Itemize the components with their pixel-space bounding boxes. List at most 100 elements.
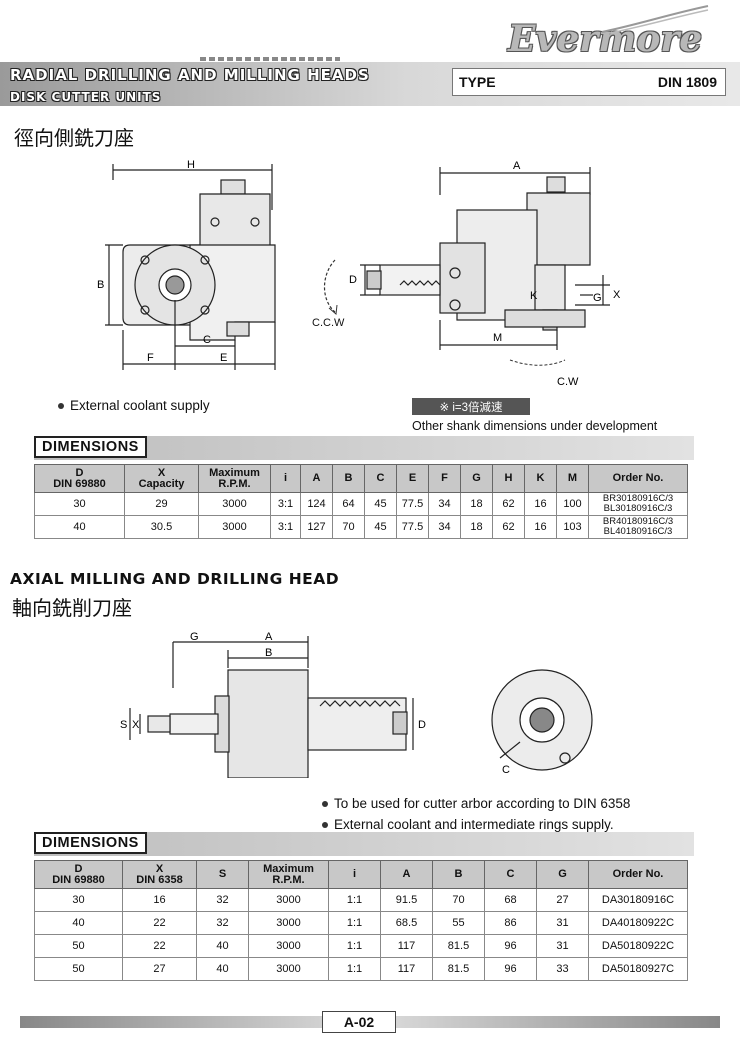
- table-cell: 22: [122, 934, 197, 958]
- table-cell: 103: [556, 515, 589, 539]
- table-cell: 18: [460, 515, 493, 539]
- table-cell: 30.5: [124, 515, 199, 539]
- bullet-icon: [322, 822, 328, 829]
- axial-title-zh: 軸向銑削刀座: [12, 596, 132, 620]
- dim-d-label: D: [349, 274, 357, 286]
- table-cell: DA50180922C: [588, 934, 688, 958]
- dim-b-label: B: [97, 279, 104, 291]
- table-cell: 3:1: [270, 515, 301, 539]
- table-cell: 29: [124, 492, 199, 516]
- table-cell: 32: [196, 888, 249, 912]
- axial-dimensions-label: DIMENSIONS: [34, 832, 147, 854]
- table-header-cell: A: [380, 860, 433, 889]
- table-cell: 34: [428, 492, 461, 516]
- table-header-cell: B: [332, 464, 365, 493]
- table-cell: 124: [300, 492, 333, 516]
- shank-note: Other shank dimensions under development: [412, 419, 658, 433]
- table-cell: 117: [380, 934, 433, 958]
- type-label: TYPE: [459, 74, 496, 90]
- table-cell: 45: [364, 515, 397, 539]
- axial-dim-d-label: D: [418, 719, 426, 731]
- table-cell: 40: [196, 957, 249, 981]
- radial-front-view-drawing: H B C E F: [97, 159, 276, 370]
- table-cell: 77.5: [396, 515, 429, 539]
- table-cell: 77.5: [396, 492, 429, 516]
- table-cell: 1:1: [328, 934, 381, 958]
- table-header-cell: B: [432, 860, 485, 889]
- table-cell: 31: [536, 934, 589, 958]
- table-header-cell: M: [556, 464, 589, 493]
- table-cell: 117: [380, 957, 433, 981]
- table-cell: 70: [432, 888, 485, 912]
- table-cell: 81.5: [432, 957, 485, 981]
- table-cell: 62: [492, 515, 525, 539]
- type-value: DIN 1809: [657, 74, 717, 90]
- ccw-label: C.C.W: [312, 317, 345, 329]
- table-cell: 3000: [248, 957, 329, 981]
- table-cell: 3000: [248, 934, 329, 958]
- table-cell: 3000: [248, 911, 329, 935]
- axial-dim-b-label: B: [265, 647, 272, 659]
- page-number: A-02: [322, 1011, 396, 1033]
- table-cell: 27: [536, 888, 589, 912]
- table-cell: 68.5: [380, 911, 433, 935]
- table-cell: 70: [332, 515, 365, 539]
- table-cell: 27: [122, 957, 197, 981]
- table-cell: 86: [484, 911, 537, 935]
- axial-dim-x-label: X: [132, 719, 140, 731]
- table-cell: 3000: [198, 492, 271, 516]
- dim-x-label: X: [613, 289, 621, 301]
- table-cell: 96: [484, 934, 537, 958]
- table-header-cell: K: [524, 464, 557, 493]
- table-header-cell: i: [328, 860, 381, 889]
- table-cell: 30: [34, 492, 125, 516]
- type-box: TYPE DIN 1809: [452, 68, 726, 96]
- axial-dimensions-band: DIMENSIONS: [34, 832, 694, 856]
- table-cell: 96: [484, 957, 537, 981]
- page-title: RADIAL DRILLING AND MILLING HEADS: [10, 66, 370, 84]
- table-cell: 91.5: [380, 888, 433, 912]
- radial-dimensions-band: DIMENSIONS: [34, 436, 694, 460]
- table-header-cell: F: [428, 464, 461, 493]
- dim-e-label: E: [220, 352, 227, 364]
- table-cell: 81.5: [432, 934, 485, 958]
- axial-front-view-drawing: C: [491, 669, 593, 776]
- brand-logo: Evermore: [508, 18, 703, 60]
- table-cell: 3000: [248, 888, 329, 912]
- table-cell: 22: [122, 911, 197, 935]
- table-cell: 3000: [198, 515, 271, 539]
- table-cell: 64: [332, 492, 365, 516]
- radial-bullet-coolant: External coolant supply: [58, 398, 210, 413]
- table-cell: 68: [484, 888, 537, 912]
- bullet-icon: [58, 403, 64, 410]
- table-header-cell: S: [196, 860, 249, 889]
- table-cell: DA50180927C: [588, 957, 688, 981]
- table-cell: 62: [492, 492, 525, 516]
- bullet-icon: [322, 801, 328, 808]
- axial-dim-s-label: S: [120, 719, 127, 731]
- axial-side-view-drawing: G A B S X D: [120, 631, 426, 778]
- table-cell: 16: [524, 515, 557, 539]
- table-header-cell: C: [484, 860, 537, 889]
- dim-c-label: C: [203, 334, 211, 346]
- table-cell: 32: [196, 911, 249, 935]
- radial-title-zh: 徑向側銑刀座: [14, 126, 134, 150]
- table-header-cell: Order No.: [588, 464, 688, 493]
- dim-h-label: H: [187, 159, 195, 171]
- dim-a-label: A: [513, 160, 521, 172]
- table-cell: 1:1: [328, 888, 381, 912]
- table-header-cell: C: [364, 464, 397, 493]
- table-cell: DA40180922C: [588, 911, 688, 935]
